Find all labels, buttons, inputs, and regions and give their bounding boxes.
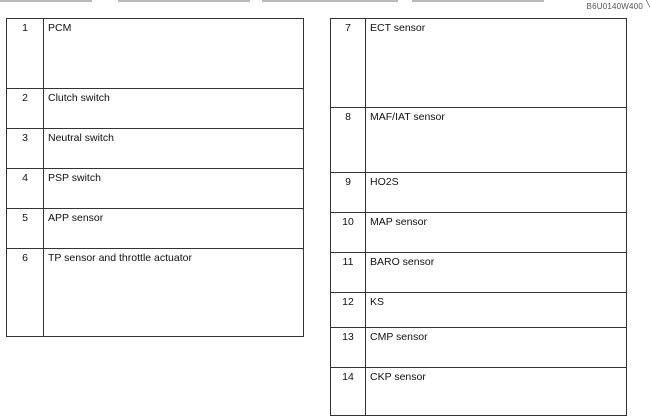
item-label: KS: [365, 292, 627, 328]
item-label: PCM: [43, 18, 304, 89]
item-label: APP sensor: [43, 208, 304, 249]
top-rule-4: [412, 0, 544, 2]
item-number: 2: [6, 88, 44, 129]
item-label: CMP sensor: [365, 327, 627, 368]
item-number: 6: [6, 248, 44, 337]
item-number: 13: [330, 327, 366, 368]
table-row: 7 ECT sensor: [330, 18, 627, 108]
corner-crop-mark-icon: ╲: [643, 0, 650, 8]
item-number: 4: [6, 168, 44, 209]
item-number: 8: [330, 107, 366, 173]
table-row: 9 HO2S: [330, 172, 627, 213]
item-label: PSP switch: [43, 168, 304, 209]
item-label: HO2S: [365, 172, 627, 213]
table-row: 13 CMP sensor: [330, 327, 627, 368]
legend-table-left: 1 PCM 2 Clutch switch 3 Neutral switch 4…: [6, 18, 304, 337]
item-number: 14: [330, 367, 366, 416]
item-number: 1: [6, 18, 44, 89]
item-label: BARO sensor: [365, 252, 627, 293]
table-row: 10 MAP sensor: [330, 212, 627, 253]
item-number: 3: [6, 128, 44, 169]
item-label: ECT sensor: [365, 18, 627, 108]
item-label: Neutral switch: [43, 128, 304, 169]
top-rule-2: [118, 0, 250, 2]
table-row: 6 TP sensor and throttle actuator: [6, 248, 304, 337]
item-number: 9: [330, 172, 366, 213]
top-rule-3: [262, 0, 398, 2]
item-label: MAP sensor: [365, 212, 627, 253]
item-number: 12: [330, 292, 366, 328]
legend-table-right: 7 ECT sensor 8 MAF/IAT sensor 9 HO2S 10 …: [330, 18, 627, 416]
item-number: 5: [6, 208, 44, 249]
table-row: 8 MAF/IAT sensor: [330, 107, 627, 173]
item-number: 11: [330, 252, 366, 293]
table-row: 5 APP sensor: [6, 208, 304, 249]
table-row: 1 PCM: [6, 18, 304, 89]
top-rule-1: [0, 0, 92, 2]
table-row: 4 PSP switch: [6, 168, 304, 209]
item-number: 7: [330, 18, 366, 108]
item-label: MAF/IAT sensor: [365, 107, 627, 173]
item-number: 10: [330, 212, 366, 253]
table-row: 3 Neutral switch: [6, 128, 304, 169]
table-row: 12 KS: [330, 292, 627, 328]
item-label: TP sensor and throttle actuator: [43, 248, 304, 337]
table-row: 2 Clutch switch: [6, 88, 304, 129]
item-label: Clutch switch: [43, 88, 304, 129]
table-row: 14 CKP sensor: [330, 367, 627, 416]
figure-reference-code: B6U0140W400: [586, 2, 643, 11]
table-row: 11 BARO sensor: [330, 252, 627, 293]
item-label: CKP sensor: [365, 367, 627, 416]
